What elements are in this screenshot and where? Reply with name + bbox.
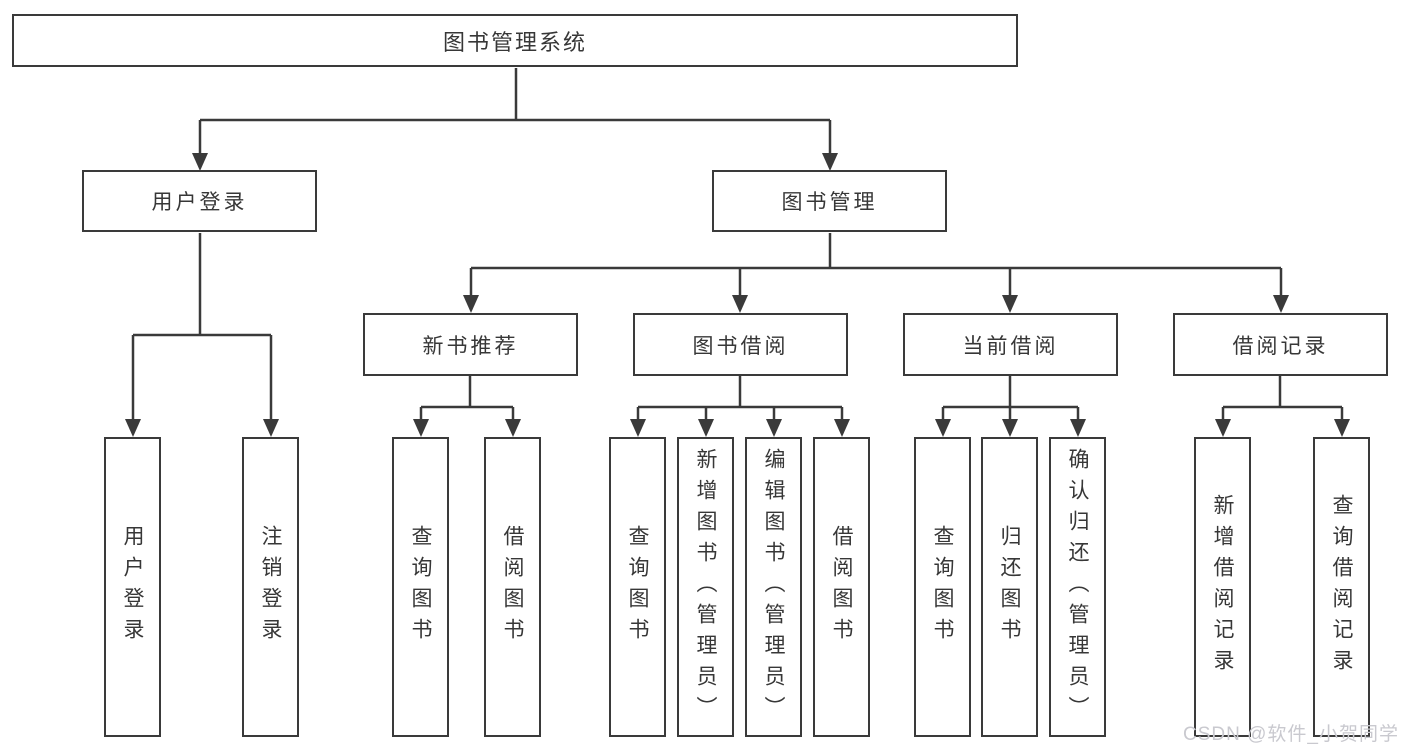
leaf-logout: 注销登录 (242, 437, 299, 737)
leaf-borrow-edit-book-admin: 编辑图书（管理员） (745, 437, 802, 737)
csdn-watermark: CSDN @软件_小贺同学 (1183, 724, 1399, 745)
branch-book-management: 图书管理 (712, 170, 947, 232)
leaf-current-confirm-return-admin: 确认归还（管理员） (1049, 437, 1106, 737)
connector-book-management-children (463, 233, 1289, 313)
connector-new-book-children (413, 376, 521, 437)
connector-current-borrow-children (935, 376, 1086, 437)
connector-borrow-record-children (1215, 376, 1350, 437)
section-new-book-recommend: 新书推荐 (363, 313, 578, 376)
section-borrow-record: 借阅记录 (1173, 313, 1388, 376)
leaf-current-query-book: 查询图书 (914, 437, 971, 737)
leaf-newbook-borrow-book: 借阅图书 (484, 437, 541, 737)
connector-root-to-level2 (192, 68, 838, 171)
branch-user-login: 用户登录 (82, 170, 317, 232)
leaf-borrow-query-book: 查询图书 (609, 437, 666, 737)
leaf-user-login: 用户登录 (104, 437, 161, 737)
section-current-borrow: 当前借阅 (903, 313, 1118, 376)
root-node-library-system: 图书管理系统 (12, 14, 1018, 67)
connector-user-login-children (125, 233, 279, 437)
leaf-record-add-borrow-record: 新增借阅记录 (1194, 437, 1251, 737)
section-book-borrow: 图书借阅 (633, 313, 848, 376)
leaf-record-query-borrow-record: 查询借阅记录 (1313, 437, 1370, 737)
leaf-newbook-query-book: 查询图书 (392, 437, 449, 737)
leaf-current-return-book: 归还图书 (981, 437, 1038, 737)
leaf-borrow-borrow-book: 借阅图书 (813, 437, 870, 737)
connector-book-borrow-children (630, 376, 850, 437)
leaf-borrow-add-book-admin: 新增图书（管理员） (677, 437, 734, 737)
